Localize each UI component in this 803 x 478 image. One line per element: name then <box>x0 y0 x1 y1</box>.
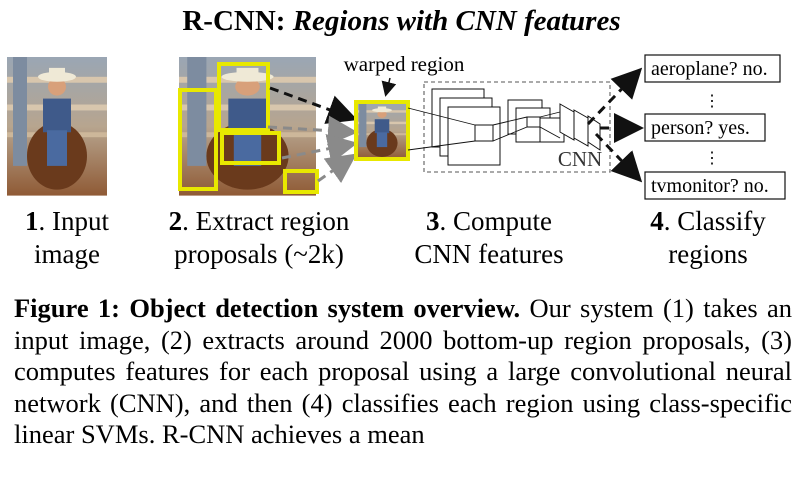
classify-arrow <box>586 67 643 126</box>
input-image <box>7 57 107 196</box>
cnn-label: CNN <box>558 147 602 171</box>
ellipsis: ⋮ <box>704 148 720 167</box>
figure-title: R-CNN: Regions with CNN features <box>0 4 803 38</box>
title-italic: Regions with CNN features <box>292 5 621 37</box>
ellipsis: ⋮ <box>704 91 720 110</box>
proposal-box <box>283 169 319 194</box>
warped-region <box>354 100 410 161</box>
class-output-box: person? yes. <box>644 113 766 142</box>
caption-body: Our system (1) takes an input image, (2)… <box>14 293 792 449</box>
proposal-box <box>220 131 281 165</box>
warped-pointer <box>381 77 397 97</box>
proposal-box <box>178 88 218 191</box>
figure-caption: Figure 1: Object detection system overvi… <box>14 293 792 451</box>
classify-arrow <box>594 132 643 183</box>
class-output-label: tvmonitor? no. <box>651 175 769 197</box>
warp-arrow <box>317 153 357 184</box>
proposal-image <box>178 57 319 196</box>
title-bold: R-CNN: <box>182 5 286 37</box>
cnn-box: CNN <box>407 81 611 173</box>
class-output-label: aeroplane? no. <box>651 58 768 80</box>
warp-arrow <box>281 133 358 164</box>
class-output-box: tvmonitor? no. <box>644 171 786 200</box>
class-output-box: aeroplane? no. <box>644 54 781 83</box>
warped-region-label: warped region <box>344 52 465 76</box>
pipeline-diagram: warped region CNN aeroplane? no. ⋮ <box>7 52 786 200</box>
proposal-box <box>217 62 270 132</box>
class-output-label: person? yes. <box>651 117 750 139</box>
caption-lead: Figure 1: Object detection system overvi… <box>14 293 521 323</box>
